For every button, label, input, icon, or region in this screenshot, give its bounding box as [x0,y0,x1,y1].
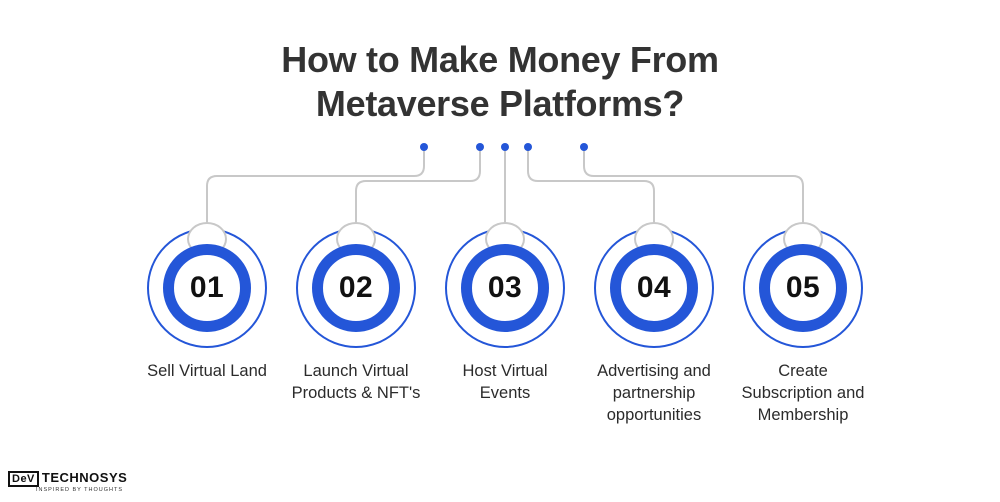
connector-dot-1 [420,143,428,151]
step-5-number: 05 [785,271,821,304]
step-4-circle: 04 [594,222,714,348]
step-5-circle: 05 [743,222,863,348]
title-line-1: How to Make Money From [281,39,719,80]
connector-4 [527,147,655,226]
step-2-circle: 02 [296,222,416,348]
connector-dot-3 [501,143,509,151]
logo-name: TECHNOSYS [41,469,128,485]
step-2-inner-ring [312,244,400,332]
step-1-circle: 01 [147,222,267,348]
step-2-label: Launch Virtual Products & NFT's [291,362,421,402]
connector-2 [355,147,481,226]
page-title: How to Make Money From Metaverse Platfor… [0,38,1000,126]
step-3-circle: 03 [445,222,565,348]
step-1-label: Sell Virtual Land [147,362,267,380]
connector-dot-2 [476,143,484,151]
step-3-number: 03 [487,271,523,304]
step-2-number: 02 [338,271,374,304]
connector-1 [206,147,425,226]
step-5-label: Create Subscription and Membership [741,362,865,424]
step-3-label: Host Virtual Events [462,362,548,402]
step-4-label: Advertising and partnership opportunitie… [597,362,711,424]
step-4-number: 04 [636,271,672,304]
connector-dot-5 [580,143,588,151]
step-1-number: 01 [189,271,225,304]
step-5-inner-ring [759,244,847,332]
connector-5 [583,147,804,226]
step-4-inner-ring [610,244,698,332]
logo-tagline: INSPIRED BY THOUGHTS [36,486,124,493]
connector-dot-4 [524,143,532,151]
logo-prefix: DeV [8,470,39,487]
step-3-inner-ring [461,244,549,332]
step-1-inner-ring [163,244,251,332]
title-line-2: Metaverse Platforms? [315,83,685,124]
